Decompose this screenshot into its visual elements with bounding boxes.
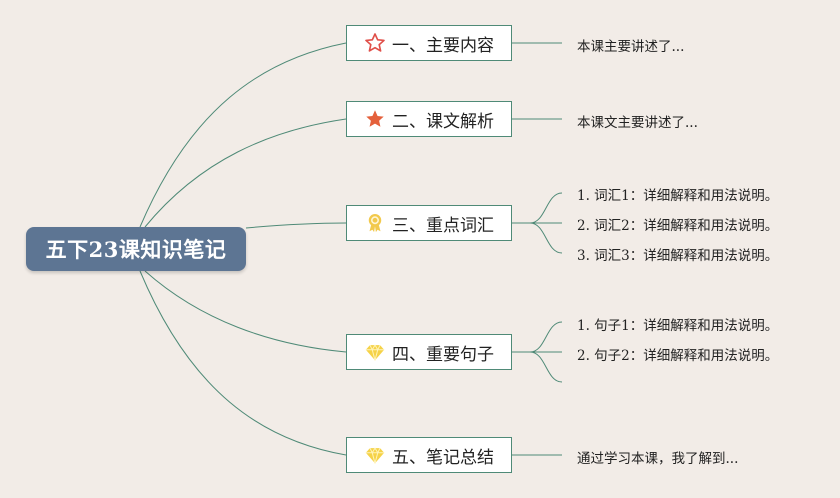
diamond-icon (364, 341, 386, 363)
leaf-text[interactable]: 本课文主要讲述了... (577, 115, 698, 131)
connector-topic-4-leaf-1 (529, 321, 563, 353)
star-outline-icon (364, 32, 386, 54)
topic-label: 四、重要句子 (392, 344, 494, 365)
topic-label: 三、重点词汇 (392, 215, 494, 236)
connector-root-topic-2 (144, 118, 347, 228)
topic-label: 二、课文解析 (392, 111, 494, 132)
topic-notes-summary[interactable]: 五、笔记总结 (346, 437, 512, 473)
connector-topic-3-leaf-3 (529, 222, 563, 254)
topic-label: 五、笔记总结 (392, 447, 494, 468)
leaf-text[interactable]: 1. 词汇1：详细解释和用法说明。 (577, 188, 779, 204)
leaf-text[interactable]: 2. 词汇2：详细解释和用法说明。 (577, 218, 779, 234)
connector-root-topic-3 (245, 222, 347, 229)
award-ribbon-icon (364, 212, 386, 234)
leaf-text[interactable]: 1. 句子1：详细解释和用法说明。 (577, 318, 779, 334)
topic-label: 一、主要内容 (392, 35, 494, 56)
topic-main-content[interactable]: 一、主要内容 (346, 25, 512, 61)
leaf-text[interactable]: 通过学习本课，我了解到... (577, 451, 739, 467)
connector-root-topic-4 (144, 270, 347, 353)
leaf-text[interactable]: 本课主要讲述了... (577, 39, 685, 55)
star-filled-icon (364, 108, 386, 130)
connector-topic-3-leaf-1 (529, 192, 563, 224)
connector-root-topic-1 (139, 42, 347, 228)
topic-text-analysis[interactable]: 二、课文解析 (346, 101, 512, 137)
topic-important-sentences[interactable]: 四、重要句子 (346, 334, 512, 370)
connector-topic-4-leaf-3 (529, 351, 563, 383)
connector-root-topic-5 (139, 270, 347, 456)
leaf-text[interactable]: 3. 词汇3：详细解释和用法说明。 (577, 248, 779, 264)
root-topic[interactable]: 五下23课知识笔记 (26, 227, 246, 271)
diamond-icon (364, 444, 386, 466)
root-title: 五下23课知识笔记 (45, 237, 227, 262)
leaf-text[interactable]: 2. 句子2：详细解释和用法说明。 (577, 348, 779, 364)
topic-key-vocabulary[interactable]: 三、重点词汇 (346, 205, 512, 241)
